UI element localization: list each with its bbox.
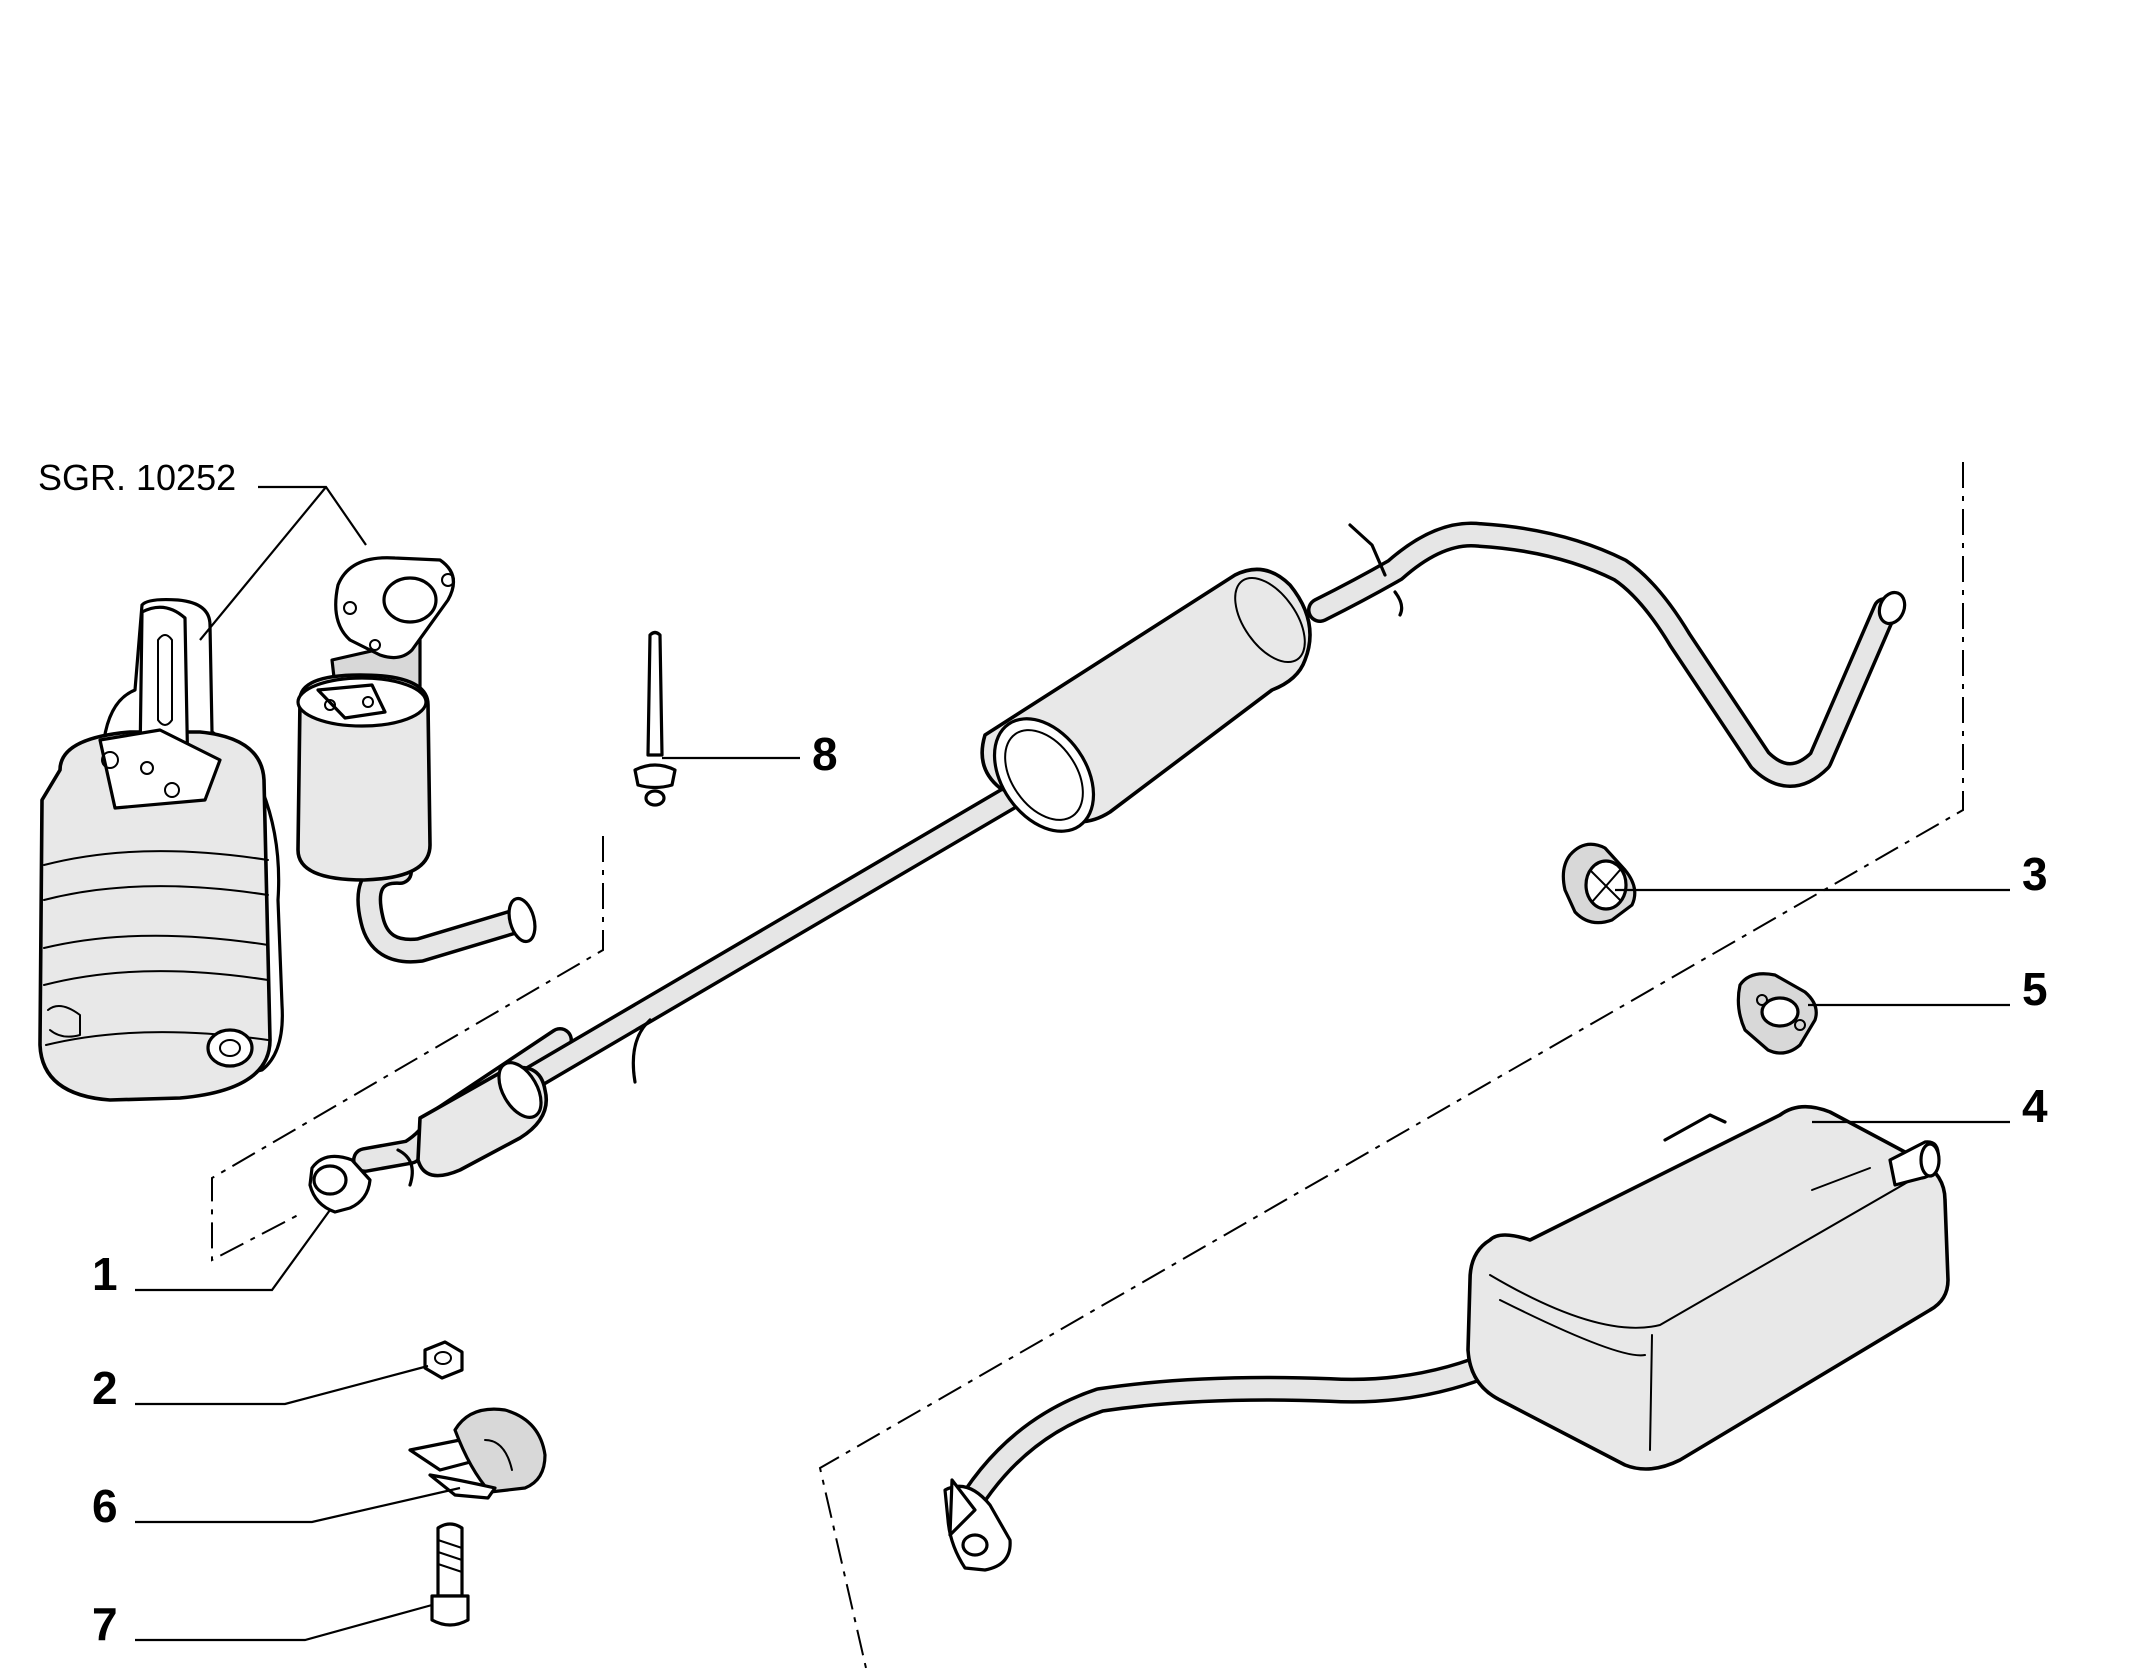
callout-4: 4 xyxy=(1812,1080,2048,1132)
callout-label-6: 6 xyxy=(92,1480,118,1532)
dashed-boundary-front xyxy=(211,836,604,1262)
callout-label-4: 4 xyxy=(2022,1080,2048,1132)
callout-3: 3 xyxy=(1615,848,2048,900)
callout-label-2: 2 xyxy=(92,1362,118,1414)
part-3-rubber-mount xyxy=(1561,842,1637,925)
part-7-bolt xyxy=(430,1522,470,1627)
callout-label-7: 7 xyxy=(92,1598,118,1650)
intermediate-pipe-center-muffler xyxy=(308,521,1907,1214)
callout-8: 8 xyxy=(662,728,838,780)
callout-label-5: 5 xyxy=(2022,963,2048,1015)
reference-label: SGR. 10252 xyxy=(38,457,236,498)
part-5-rubber-mount xyxy=(1736,972,1818,1055)
callout-label-3: 3 xyxy=(2022,848,2048,900)
callout-label-8: 8 xyxy=(812,728,838,780)
callout-6: 6 xyxy=(92,1480,461,1532)
dashed-boundary-rear xyxy=(818,462,1964,1669)
callout-5: 5 xyxy=(1808,963,2048,1015)
part-6-clamp xyxy=(408,1407,547,1500)
callout-2: 2 xyxy=(92,1362,429,1414)
callout-label-1: 1 xyxy=(92,1248,118,1300)
callout-1: 1 xyxy=(92,1209,331,1300)
reference-callout: SGR. 10252 xyxy=(38,457,367,641)
part-8-pin xyxy=(633,630,677,807)
rear-muffler xyxy=(943,1104,1950,1572)
part-2-nut xyxy=(423,1340,464,1380)
catalytic-converter-heat-shield xyxy=(38,597,284,1102)
manifold-catalytic-converter xyxy=(296,556,537,964)
callout-7: 7 xyxy=(92,1598,433,1650)
